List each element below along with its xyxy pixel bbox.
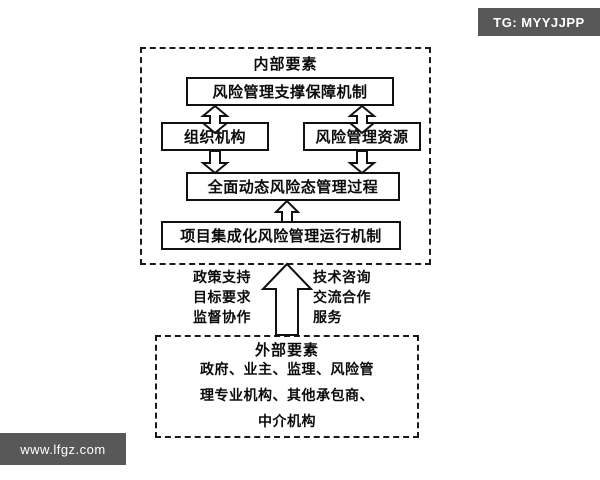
node-dynamic-risk-management-process: 全面动态风险态管理过程 bbox=[186, 172, 400, 201]
flow-left-line-1: 政策支持 bbox=[193, 271, 251, 286]
external-region-title: 外部要素 bbox=[254, 343, 319, 359]
node-integrated-risk-management-operation-mechanism: 项目集成化风险管理运行机制 bbox=[161, 221, 401, 250]
flow-labels-left: 政策支持 目标要求 监督协作 bbox=[172, 269, 272, 329]
node-organizational-structure: 组织机构 bbox=[161, 122, 269, 151]
watermark-bottom-left: www.lfgz.com bbox=[0, 433, 126, 465]
external-line-3: 中介机构 bbox=[258, 415, 316, 430]
flow-left-line-2: 目标要求 bbox=[193, 291, 251, 306]
flow-right-line-3: 服务 bbox=[313, 311, 342, 326]
node-risk-management-resources: 风险管理资源 bbox=[303, 122, 421, 151]
node-risk-management-support-mechanism: 风险管理支撑保障机制 bbox=[186, 77, 394, 106]
flow-labels-right: 技术咨询 交流合作 服务 bbox=[313, 269, 413, 329]
watermark-top-right: TG: MYYJJPP bbox=[478, 8, 600, 36]
external-line-2: 理专业机构、其他承包商、 bbox=[200, 389, 374, 404]
external-line-1: 政府、业主、监理、风险管 bbox=[200, 363, 374, 378]
flow-left-line-3: 监督协作 bbox=[193, 311, 251, 326]
external-elements-region bbox=[155, 335, 419, 438]
flow-right-line-1: 技术咨询 bbox=[313, 271, 371, 286]
internal-region-title: 内部要素 bbox=[253, 57, 318, 73]
external-elements-text: 政府、业主、监理、风险管 理专业机构、其他承包商、 中介机构 bbox=[155, 358, 419, 436]
flow-right-line-2: 交流合作 bbox=[313, 291, 371, 306]
